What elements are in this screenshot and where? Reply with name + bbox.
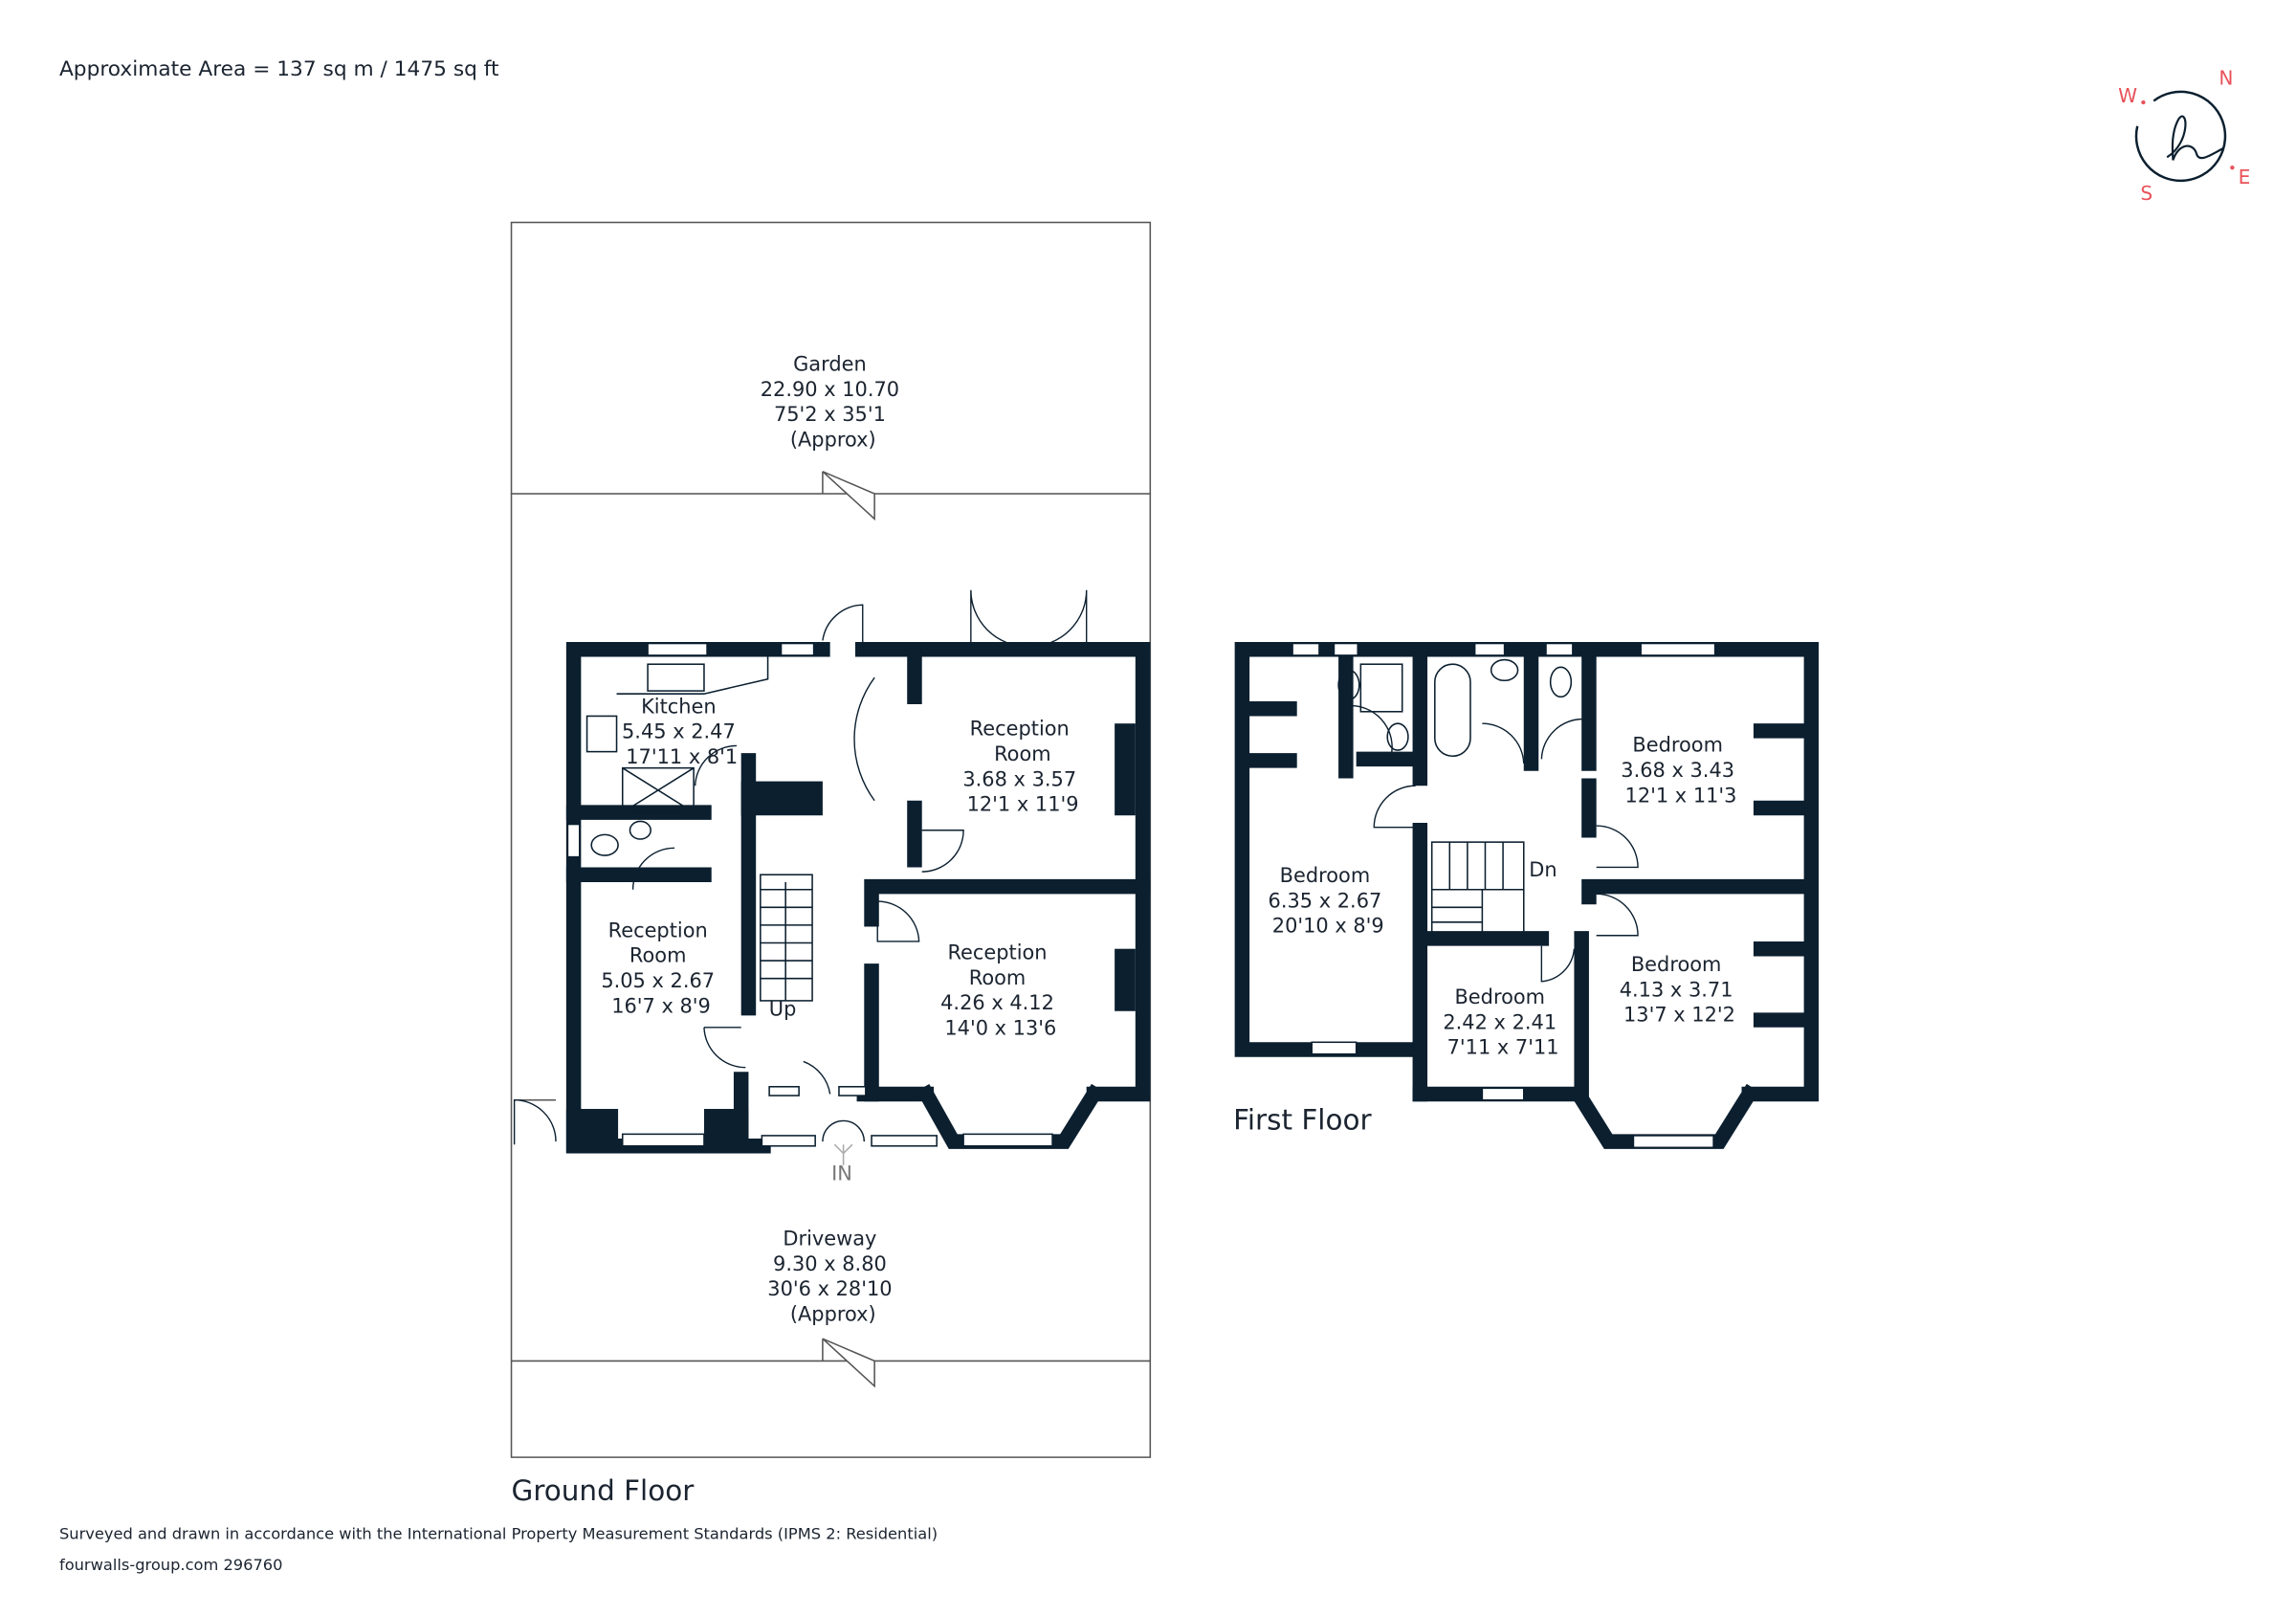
stairs-down-label: Dn <box>1529 858 1556 881</box>
kitchen-label: Kitchen 5.45 x 2.47 17'11 x 8'1 <box>622 695 741 768</box>
toilet-icon <box>1549 666 1573 698</box>
shower-icon <box>1359 663 1403 713</box>
reception-room-left-label: Reception Room 5.05 x 2.67 16'7 x 8'9 <box>601 919 720 1017</box>
ground-floor-walls <box>565 589 1151 1154</box>
garden-label: Garden 22.90 x 10.70 75'2 x 35'1 (Approx… <box>761 352 906 451</box>
compass-east: E <box>2239 166 2251 188</box>
first-floor-walls <box>1234 641 1820 1149</box>
compass-south: S <box>2140 182 2152 205</box>
boiler-cupboard-icon <box>621 766 695 813</box>
toilet-icon <box>590 833 619 856</box>
entrance-label: IN <box>831 1162 852 1184</box>
reference-number: fourwalls-group.com 296760 <box>59 1556 283 1574</box>
bedroom-small-label: Bedroom 2.42 x 2.41 7'11 x 7'11 <box>1443 985 1562 1059</box>
reception-room-front-label: Reception Room 4.26 x 4.12 14'0 x 13'6 <box>940 941 1060 1040</box>
logo-h-glyph <box>2166 115 2224 161</box>
sink-icon <box>647 663 705 692</box>
compass-north: N <box>2219 66 2233 89</box>
stairs-up-label: Up <box>769 997 797 1020</box>
bedroom-rear-right-label: Bedroom 3.68 x 3.43 12'1 x 11'3 <box>1621 734 1740 808</box>
toilet-icon <box>1337 669 1360 701</box>
reception-room-rear-label: Reception Room 3.68 x 3.57 12'1 x 11'9 <box>962 718 1082 816</box>
hob-icon <box>585 715 618 753</box>
entrance-arrow-icon <box>833 1143 853 1165</box>
compass-logo: W N E S <box>2118 66 2250 205</box>
ground-floor-title: Ground Floor <box>512 1474 695 1507</box>
bedroom-front-right-label: Bedroom 4.13 x 3.71 13'7 x 12'2 <box>1620 953 1739 1027</box>
basin-icon <box>629 820 651 840</box>
approximate-area: Approximate Area = 137 sq m / 1475 sq ft <box>59 57 499 81</box>
basin-icon <box>1490 658 1519 682</box>
basin-icon <box>1386 722 1409 751</box>
bath-icon <box>1434 663 1471 758</box>
bedroom-left-label: Bedroom 6.35 x 2.67 20'10 x 8'9 <box>1269 864 1388 938</box>
driveway-label: Driveway 9.30 x 8.80 30'6 x 28'10 (Appro… <box>767 1228 898 1326</box>
compass-ring-icon <box>2134 90 2227 183</box>
first-floor-title: First Floor <box>1233 1104 1372 1137</box>
measurement-standard-note: Surveyed and drawn in accordance with th… <box>59 1524 938 1542</box>
compass-west: W <box>2118 84 2137 107</box>
